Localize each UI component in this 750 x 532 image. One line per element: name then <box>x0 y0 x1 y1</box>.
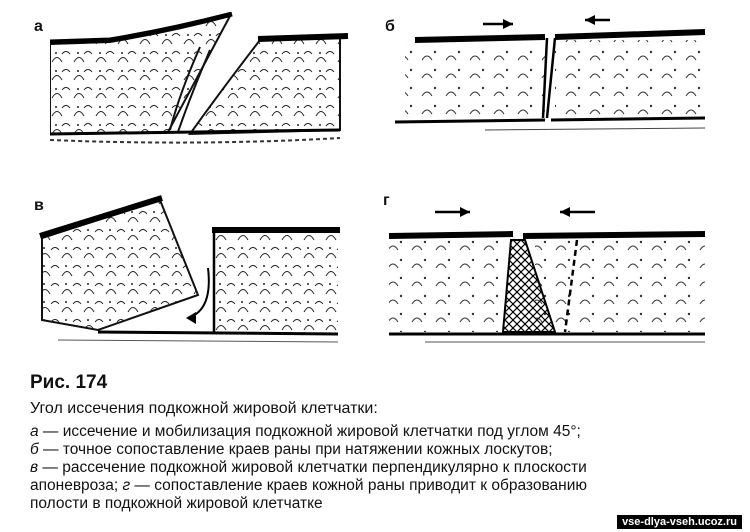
panel-label-b: б <box>385 18 395 35</box>
illustration-panel-g <box>388 207 706 343</box>
legend-item-g-cont: полости в подкожной жировой клетчатке <box>30 495 323 513</box>
legend-text: полости в подкожной жировой клетчатке <box>30 495 323 512</box>
legend-item-a: а — иссечение и мобилизация подкожной жи… <box>30 423 581 441</box>
legend-letter: а <box>30 423 39 440</box>
illustration-panel-a <box>50 12 349 144</box>
watermark: vse-dlya-vseh.ucoz.ru <box>617 515 742 529</box>
legend-letter: б <box>30 441 39 458</box>
legend-text: — рассечение подкожной жировой клетчатки… <box>38 459 587 476</box>
legend-item-b: б — точное сопоставление краев раны при … <box>30 441 553 459</box>
legend-text: — сопоставление краев кожной раны привод… <box>130 477 587 494</box>
legend-item-v: в — рассечение подкожной жировой клетчат… <box>30 459 587 477</box>
legend-text: апоневроза; <box>30 477 123 494</box>
illustration-panel-b <box>395 15 706 131</box>
figure-title: Рис. 174 <box>30 372 108 393</box>
legend-text: — точное сопоставление краев раны при на… <box>38 441 553 458</box>
illustration-panel-v <box>39 195 340 343</box>
panel-label-v: в <box>34 197 44 214</box>
legend-text: — иссечение и мобилизация подкожной жиро… <box>38 423 581 440</box>
figure-subtitle: Угол иссечения подкожной жировой клетчат… <box>30 400 378 417</box>
panel-label-a: а <box>34 18 43 35</box>
panel-label-g: г <box>383 192 390 209</box>
legend-item-g: апоневроза; г — сопоставление краев кожн… <box>30 477 587 495</box>
legend-letter: г <box>122 477 131 494</box>
legend-letter: в <box>30 459 39 476</box>
